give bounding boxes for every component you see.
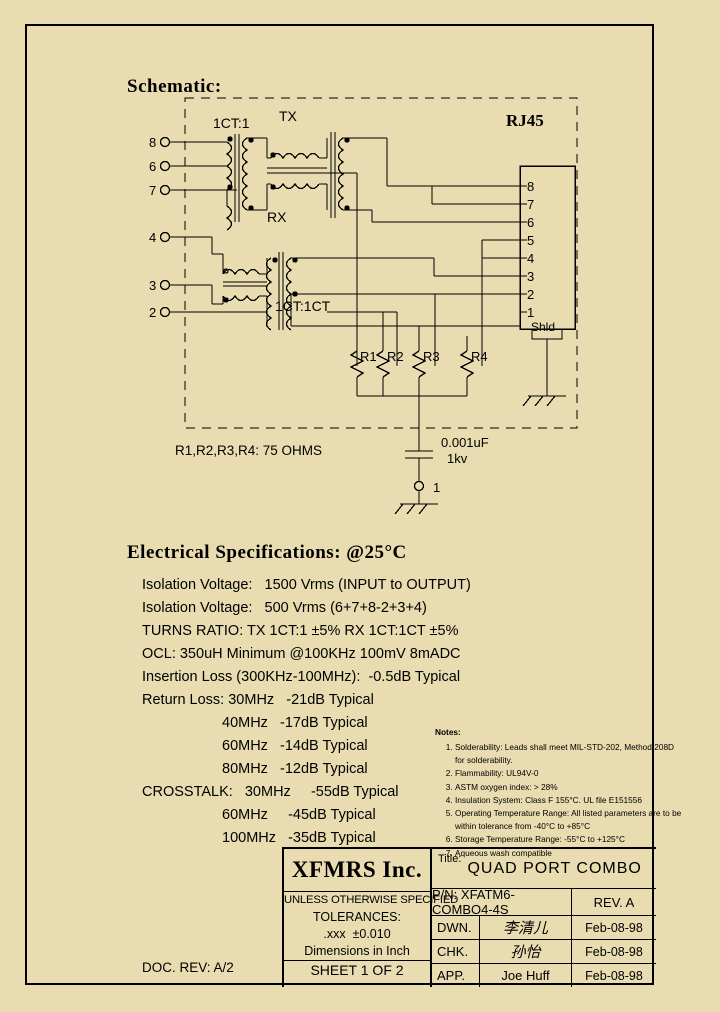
spec-row: 100MHz -35dB Typical bbox=[222, 830, 376, 846]
unless-specified-label: UNLESS OTHERWISE SPECIFIED bbox=[284, 894, 459, 906]
tx-ratio-label: 1CT:1 bbox=[213, 115, 250, 131]
schematic-heading: Schematic: bbox=[127, 76, 222, 97]
spec-row: OCL: 350uH Minimum @100KHz 100mV 8mADC bbox=[142, 646, 461, 662]
signature-row: CHK. 孙怡 Feb-08-98 bbox=[432, 940, 656, 965]
company-logo: XFMRS Inc. bbox=[284, 849, 430, 892]
signature-name: 李清儿 bbox=[480, 916, 572, 940]
tx-label: TX bbox=[279, 108, 298, 124]
doc-rev-label: DOC. REV: A/2 bbox=[142, 960, 234, 975]
part-number-row: P/N: XFATM6-COMBO4-4S REV. A bbox=[432, 887, 656, 917]
tolerance-value: .xxx ±0.010 bbox=[323, 927, 391, 941]
drawing-title-value: QUAD PORT COMBO bbox=[467, 859, 642, 877]
rj45-pin-7: 7 bbox=[527, 197, 534, 212]
cap-voltage-label: 1kv bbox=[447, 451, 468, 466]
rj45-pin-8: 8 bbox=[527, 179, 534, 194]
rj45-pin-4: 4 bbox=[527, 251, 534, 266]
note-item: Insulation System: Class F 155°C. UL fil… bbox=[455, 794, 685, 806]
tolerances-label: TOLERANCES: bbox=[313, 910, 401, 924]
pin-label-4: 4 bbox=[149, 230, 156, 245]
rj45-pin-3: 3 bbox=[527, 269, 534, 284]
title-block-left: XFMRS Inc. UNLESS OTHERWISE SPECIFIED TO… bbox=[284, 849, 459, 987]
pin-label-7: 7 bbox=[149, 183, 156, 198]
spec-row: 40MHz -17dB Typical bbox=[222, 715, 368, 731]
rj45-pin-5: 5 bbox=[527, 233, 534, 248]
rj45-pin-1: 1 bbox=[527, 305, 534, 320]
signature-row: DWN. 李清儿 Feb-08-98 bbox=[432, 916, 656, 941]
resistor-value-note: R1,R2,R3,R4: 75 OHMS bbox=[175, 443, 322, 458]
note-item: Flammability: UL94V-0 bbox=[455, 767, 685, 779]
spec-row: 60MHz -14dB Typical bbox=[222, 738, 368, 754]
electrical-spec-list: Isolation Voltage: 1500 Vrms (INPUT to O… bbox=[142, 574, 562, 850]
rj45-pin-2: 2 bbox=[527, 287, 534, 302]
spec-row: 60MHz -45dB Typical bbox=[222, 807, 376, 823]
interconnect-wiring bbox=[266, 138, 520, 366]
part-number: P/N: XFATM6-COMBO4-4S bbox=[432, 887, 572, 917]
termination-resistors bbox=[349, 312, 475, 397]
rx-label: RX bbox=[267, 209, 287, 225]
signature-name: 孙怡 bbox=[480, 940, 572, 964]
signature-date: Feb-08-98 bbox=[585, 944, 643, 959]
note-item: Aqueous wash compatible bbox=[455, 847, 685, 859]
title-block: XFMRS Inc. UNLESS OTHERWISE SPECIFIED TO… bbox=[282, 847, 656, 987]
spec-row: 80MHz -12dB Typical bbox=[222, 761, 368, 777]
signature-date: Feb-08-98 bbox=[585, 968, 643, 983]
cap-pin-label: 1 bbox=[433, 480, 440, 495]
signature-row: APP. Joe Huff Feb-08-98 bbox=[432, 964, 656, 987]
notes-heading: Notes: bbox=[435, 727, 461, 737]
rj45-shield-label: Shld bbox=[531, 320, 555, 334]
spec-row: Insertion Loss (300KHz-100MHz): -0.5dB T… bbox=[142, 669, 461, 685]
spec-row: Isolation Voltage: 1500 Vrms (INPUT to O… bbox=[142, 577, 471, 593]
note-item: Solderability: Leads shall meet MIL-STD-… bbox=[455, 741, 685, 766]
input-pin-leads bbox=[159, 136, 267, 318]
notes-list: Solderability: Leads shall meet MIL-STD-… bbox=[435, 741, 685, 859]
signature-name: Joe Huff bbox=[480, 964, 572, 987]
sheet-number: SHEET 1 OF 2 bbox=[284, 960, 430, 979]
revision-badge: REV. A bbox=[593, 894, 635, 910]
resistor-label-r2: R2 bbox=[387, 349, 404, 364]
signature-role: APP. bbox=[432, 964, 480, 987]
dimensions-units: Dimensions in Inch bbox=[304, 944, 410, 958]
rj45-connector-box bbox=[519, 165, 576, 396]
rj45-title-label: RJ45 bbox=[506, 111, 544, 130]
pin-label-2: 2 bbox=[149, 305, 156, 320]
spec-row-return-loss: Return Loss: 30MHz -21dB Typical bbox=[142, 692, 374, 708]
electrical-spec-heading: Electrical Specifications: @25°C bbox=[127, 542, 407, 563]
rj45-pin-6: 6 bbox=[527, 215, 534, 230]
resistor-label-r1: R1 bbox=[360, 349, 377, 364]
pin-label-6: 6 bbox=[149, 159, 156, 174]
title-field-label: Title: bbox=[438, 853, 462, 865]
rx-transformer bbox=[211, 237, 327, 331]
notes-block: Notes: Solderability: Leads shall meet M… bbox=[435, 726, 685, 860]
rx-ratio-label: 1CT:1CT bbox=[275, 298, 331, 314]
spec-row: TURNS RATIO: TX 1CT:1 ±5% RX 1CT:1CT ±5% bbox=[142, 623, 459, 639]
resistor-label-r4: R4 bbox=[471, 349, 488, 364]
signature-date: Feb-08-98 bbox=[585, 920, 643, 935]
spec-row: Isolation Voltage: 500 Vrms (6+7+8-2+3+4… bbox=[142, 600, 427, 616]
capacitor-and-ground bbox=[394, 395, 566, 515]
pin-label-8: 8 bbox=[149, 135, 156, 150]
pin-label-3: 3 bbox=[149, 278, 156, 293]
note-item: ASTM oxygen index: > 28% bbox=[455, 781, 685, 793]
spec-row-crosstalk: CROSSTALK: 30MHz -55dB Typical bbox=[142, 784, 399, 800]
drawing-title-row: Title: QUAD PORT COMBO bbox=[432, 849, 656, 890]
note-item: Storage Temperature Range: -55°C to +125… bbox=[455, 833, 685, 845]
signature-role: CHK. bbox=[432, 940, 480, 964]
signature-role: DWN. bbox=[432, 916, 480, 940]
cap-value-label: 0.001uF bbox=[441, 435, 489, 450]
title-block-right: Title: QUAD PORT COMBO P/N: XFATM6-COMBO… bbox=[432, 849, 656, 987]
note-item: Operating Temperature Range: All listed … bbox=[455, 807, 685, 832]
drawing-sheet-frame: 8 6 7 4 3 2 8 7 6 5 4 3 2 1 Shld R1 R2 R… bbox=[25, 24, 681, 987]
resistor-label-r3: R3 bbox=[423, 349, 440, 364]
tx-transformer bbox=[225, 132, 387, 231]
